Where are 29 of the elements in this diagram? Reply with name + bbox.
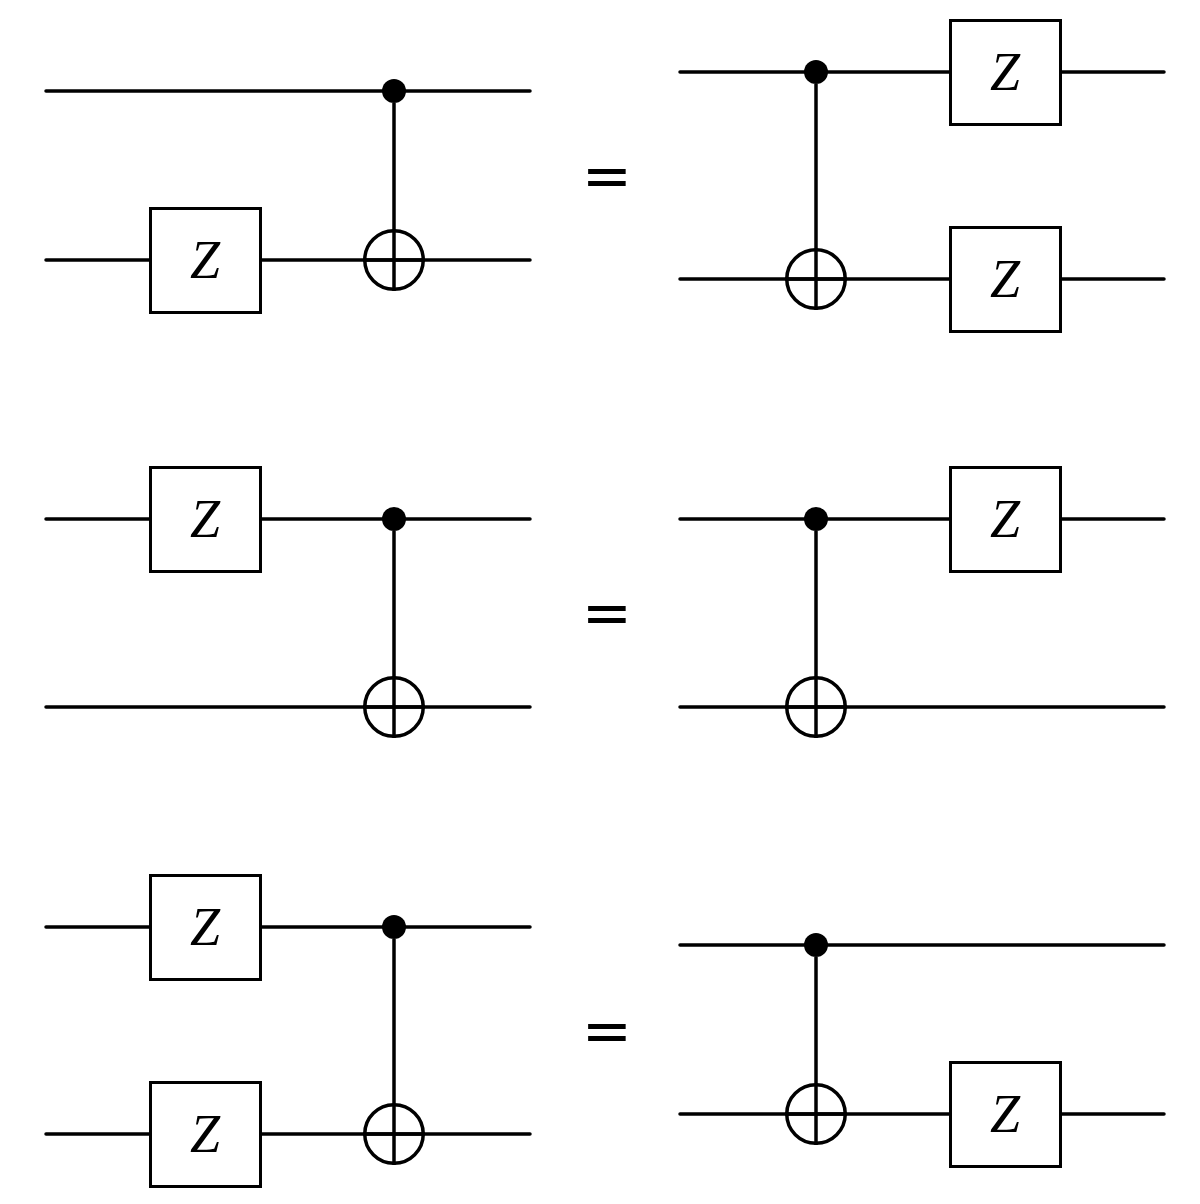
control-line [392,939,396,1103]
target-symbol [785,1083,847,1145]
target-symbol [785,248,847,310]
control-dot [804,933,828,957]
gate-box: Z [148,873,262,981]
target-symbol [363,229,425,291]
target-symbol [363,1103,425,1165]
control-line [392,531,396,676]
target-symbol [785,676,847,738]
equals-sign: = [581,1000,633,1060]
control-line [814,531,818,676]
control-dot [804,60,828,84]
gate-box: Z [148,465,262,573]
control-dot [804,507,828,531]
equals-sign: = [581,582,633,642]
control-dot [382,915,406,939]
gate-box: Z [948,465,1062,573]
control-line [814,84,818,248]
control-line [814,957,818,1083]
control-dot [382,507,406,531]
equals-sign: = [581,145,633,205]
gate-box: Z [948,225,1062,333]
gate-box: Z [948,1060,1062,1168]
control-dot [382,79,406,103]
gate-box: Z [148,1080,262,1188]
gate-box: Z [948,18,1062,126]
target-symbol [363,676,425,738]
gate-box: Z [148,206,262,314]
control-line [392,103,396,229]
